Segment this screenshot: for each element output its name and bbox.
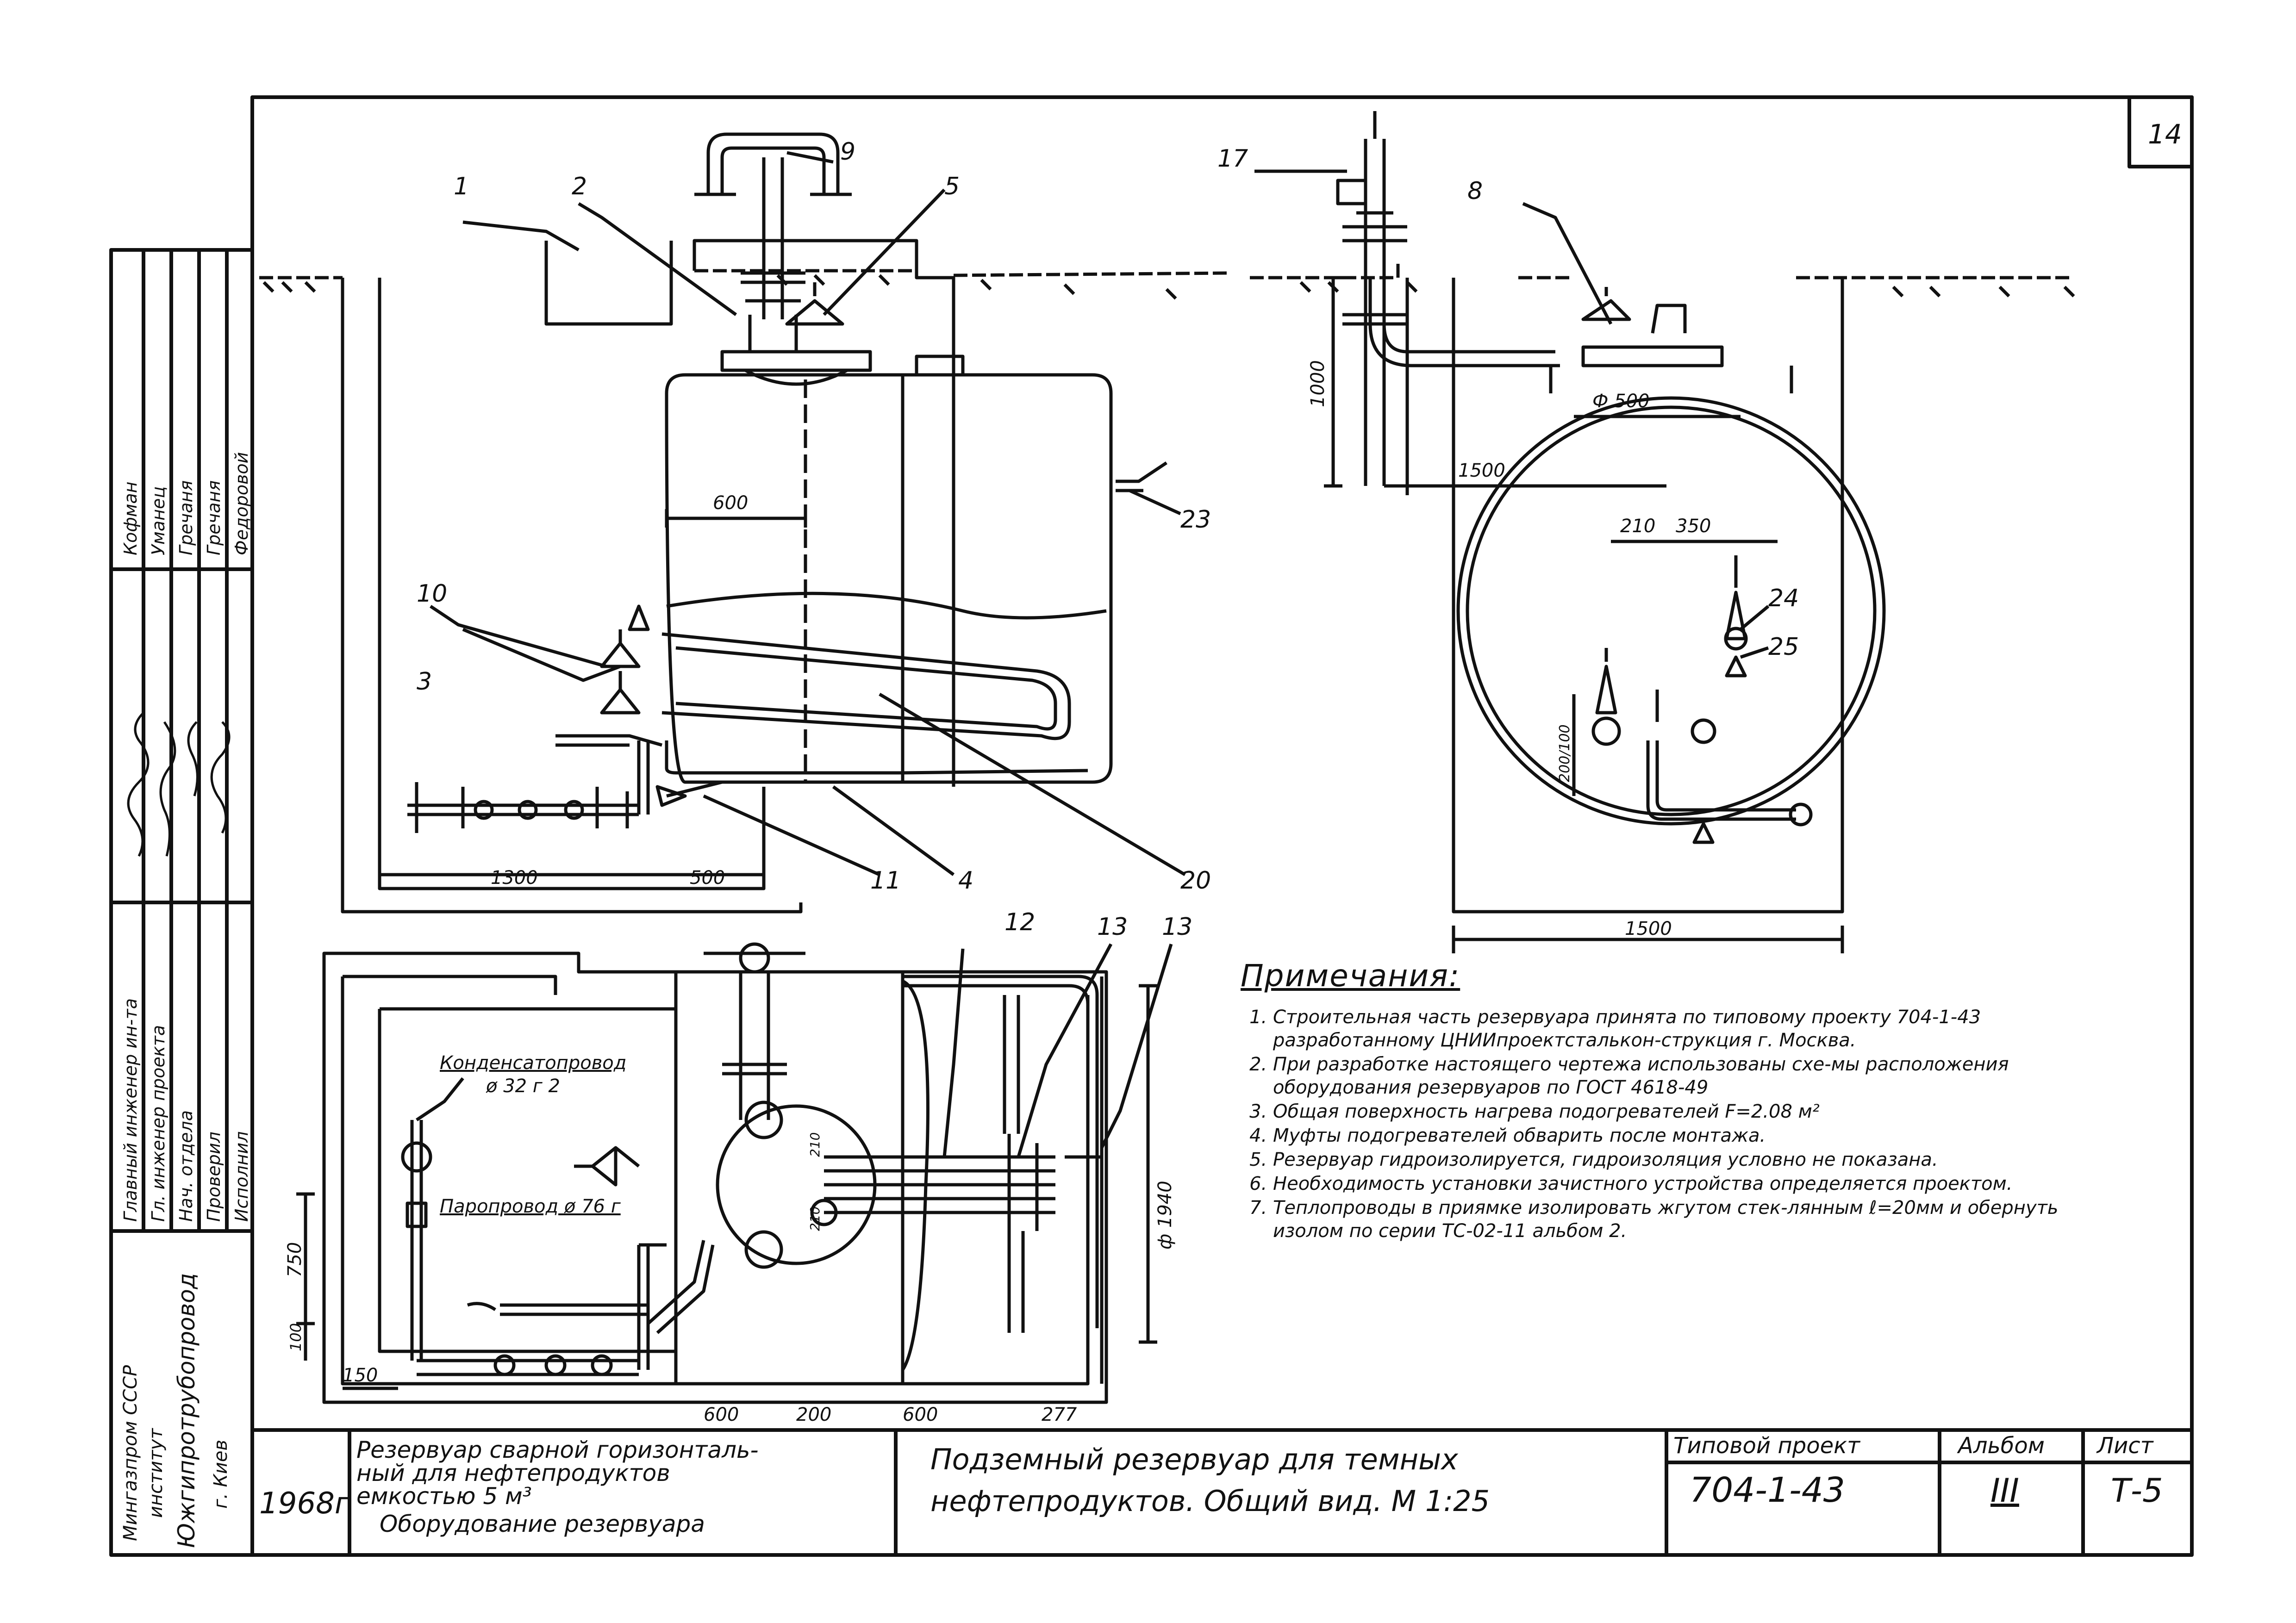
title-desc-1: ный для нефтепродуктов xyxy=(356,1460,670,1486)
callout-24: 24 xyxy=(1768,585,1799,612)
callout-11: 11 xyxy=(870,867,901,895)
callout-10: 10 xyxy=(417,580,447,608)
callout-8: 8 xyxy=(1467,177,1483,205)
tank-body-front xyxy=(665,373,1113,784)
callout-13b: 13 xyxy=(1162,913,1192,941)
note-item: Необходимость установки зачистного устро… xyxy=(1273,1172,2097,1195)
title-year: 1968г xyxy=(259,1486,350,1521)
stamp-name-4: Федоровой xyxy=(231,452,252,555)
dim-side-210: 210 xyxy=(1620,516,1655,537)
stamp-org-2: Южгипротрубопровод xyxy=(173,1273,200,1548)
title-drawing-1: нефтепродуктов. Общий вид. М 1:25 xyxy=(930,1484,1490,1518)
heating-coil xyxy=(661,632,1071,740)
stamp-name-1: Уманец xyxy=(148,486,168,555)
dim-plan-600a: 600 xyxy=(704,1404,739,1425)
stamp-role-0: Главный инженер ин-та xyxy=(120,998,141,1222)
front-view xyxy=(259,132,1227,914)
side-view xyxy=(1250,111,2075,953)
dim-side-350: 350 xyxy=(1676,516,1711,537)
title-desc-2: емкостью 5 м³ xyxy=(356,1483,532,1510)
note-item: Теплопроводы в приямке изолировать жгуто… xyxy=(1273,1196,2097,1243)
dim-plan-150: 150 xyxy=(343,1365,378,1386)
title-desc-0: Резервуар сварной горизонталь- xyxy=(356,1436,759,1463)
stamp-name-0: Кофман xyxy=(120,481,141,555)
stamp-name-2: Гречаня xyxy=(176,480,196,555)
label-steam: Паропровод ø 76 г xyxy=(440,1196,621,1217)
note-item: Резервуар гидроизолируется, гидроизоляци… xyxy=(1273,1148,2097,1171)
dim-plan-100: 100 xyxy=(287,1323,305,1351)
callout-9: 9 xyxy=(840,138,855,166)
dim-side-200: 200/100 xyxy=(1557,724,1573,782)
corner-sheet-number: 14 xyxy=(2148,118,2182,150)
stamp-role-4: Исполнил xyxy=(231,1131,252,1222)
callout-12: 12 xyxy=(1004,908,1035,936)
dim-plan-210a: 210 xyxy=(807,1132,823,1157)
callout-13a: 13 xyxy=(1097,913,1128,941)
note-item: Общая поверхность нагрева подогревателей… xyxy=(1273,1100,2097,1123)
note-item: Муфты подогревателей обварить после монт… xyxy=(1273,1124,2097,1147)
title-sheet-label: Лист xyxy=(2096,1433,2154,1459)
callout-4: 4 xyxy=(958,867,973,895)
callout-17: 17 xyxy=(1217,145,1248,173)
stamp-org-3: г. Киев xyxy=(210,1440,231,1509)
dim-plan-210b: 210 xyxy=(807,1206,823,1231)
note-item: При разработке настоящего чертежа исполь… xyxy=(1273,1053,2097,1099)
title-project-label: Типовой проект xyxy=(1673,1433,1861,1459)
callout-1: 1 xyxy=(454,173,469,200)
dim-plan-750: 750 xyxy=(284,1242,306,1277)
stamp-role-2: Нач. отдела xyxy=(176,1110,196,1222)
stamp-role-3: Проверил xyxy=(204,1132,224,1222)
callout-20: 20 xyxy=(1180,867,1211,895)
dim-plan-phi1940: ф 1940 xyxy=(1154,1181,1176,1250)
callout-2: 2 xyxy=(572,173,587,200)
dim-front-600: 600 xyxy=(713,492,748,514)
callout-5: 5 xyxy=(944,173,960,200)
dim-side-1500-top: 1500 xyxy=(1458,460,1505,481)
title-album-label: Альбом xyxy=(1957,1433,2045,1459)
notes-block: Примечания: Строительная часть резервуар… xyxy=(1241,958,2097,1244)
dim-side-1500-bottom: 1500 xyxy=(1625,918,1672,939)
stamp-role-1: Гл. инженер проекта xyxy=(148,1025,168,1222)
dim-side-phi500: Ф 500 xyxy=(1592,391,1650,412)
notes-title: Примечания: xyxy=(1241,958,1460,994)
note-item: Строительная часть резервуара принята по… xyxy=(1273,1006,2097,1052)
stamp-org-1: институт xyxy=(145,1428,167,1518)
signatures xyxy=(127,712,231,857)
callout-23: 23 xyxy=(1180,506,1211,534)
corner-number-box xyxy=(2128,95,2194,168)
title-desc-3: Оборудование резервуара xyxy=(380,1511,705,1537)
title-project-value: 704-1-43 xyxy=(1690,1470,1845,1510)
callout-25: 25 xyxy=(1768,633,1799,661)
title-sheet-value: Т-5 xyxy=(2111,1472,2163,1510)
label-condensate: Конденсатопровод xyxy=(440,1052,626,1074)
dim-front-500: 500 xyxy=(690,867,725,889)
title-album-value: III xyxy=(1990,1472,2019,1510)
title-drawing-0: Подземный резервуар для темных xyxy=(930,1443,1459,1476)
dim-front-1300: 1300 xyxy=(491,867,538,889)
dim-side-1000: 1000 xyxy=(1307,360,1329,407)
stamp-org-0: Мингазпром СССР xyxy=(120,1365,141,1541)
callout-3: 3 xyxy=(417,668,432,696)
dim-plan-200: 200 xyxy=(796,1404,831,1425)
stamp-name-3: Гречаня xyxy=(204,480,224,555)
dim-plan-277: 277 xyxy=(1042,1404,1077,1425)
label-condensate-size: ø 32 г 2 xyxy=(486,1076,560,1097)
dim-plan-600b: 600 xyxy=(903,1404,938,1425)
notes-list: Строительная часть резервуара принята по… xyxy=(1241,1006,2097,1243)
tank-section-circle xyxy=(1456,396,1886,826)
plan-view xyxy=(296,942,1173,1404)
outer-frame xyxy=(250,95,2194,1557)
